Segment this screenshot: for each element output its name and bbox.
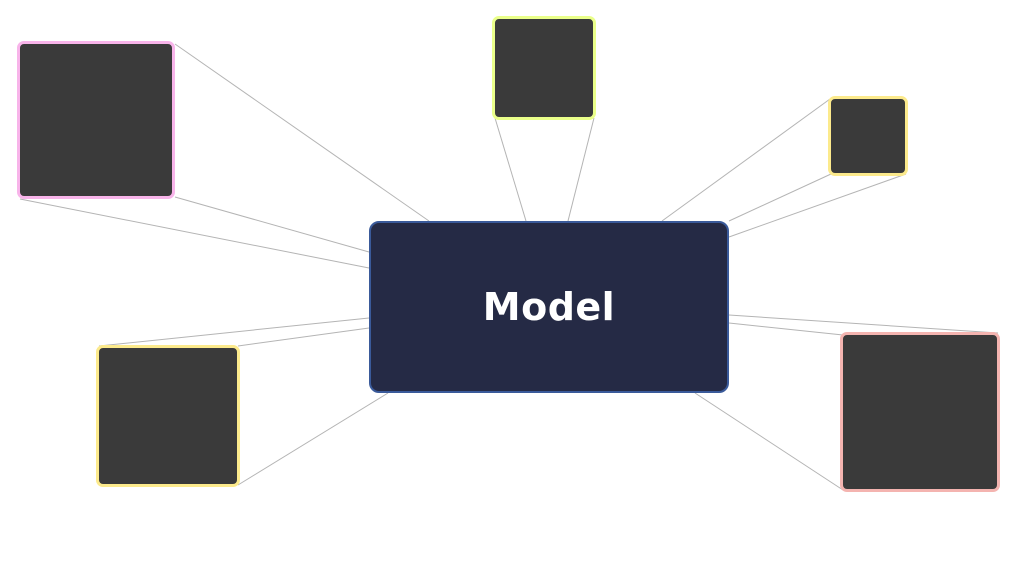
connector-yellow-small-bottom xyxy=(728,173,907,238)
connector-pink-top xyxy=(174,43,430,222)
connector-pink-mid xyxy=(174,196,370,253)
connector-salmon-top xyxy=(728,314,999,334)
connector-yellow-large-mid xyxy=(237,327,370,347)
connector-salmon-bottom xyxy=(694,392,844,491)
connector-yellow-large-bottom xyxy=(237,392,389,486)
connector-lime-right xyxy=(567,117,595,222)
central-model-node[interactable]: Model xyxy=(369,221,729,393)
connector-yellow-small-top xyxy=(661,98,831,222)
child-node-salmon[interactable] xyxy=(840,332,1000,492)
child-node-yellow-small[interactable] xyxy=(828,96,908,176)
connector-lime-left xyxy=(494,117,527,222)
child-node-pink[interactable] xyxy=(17,41,175,199)
central-node-label: Model xyxy=(482,285,616,329)
child-node-yellow-large[interactable] xyxy=(96,345,240,487)
child-node-lime[interactable] xyxy=(492,16,596,120)
connector-salmon-mid xyxy=(728,322,844,336)
connector-pink-bottom xyxy=(19,198,370,269)
connector-yellow-small-mid xyxy=(728,173,832,222)
connector-yellow-large-top xyxy=(98,317,370,347)
